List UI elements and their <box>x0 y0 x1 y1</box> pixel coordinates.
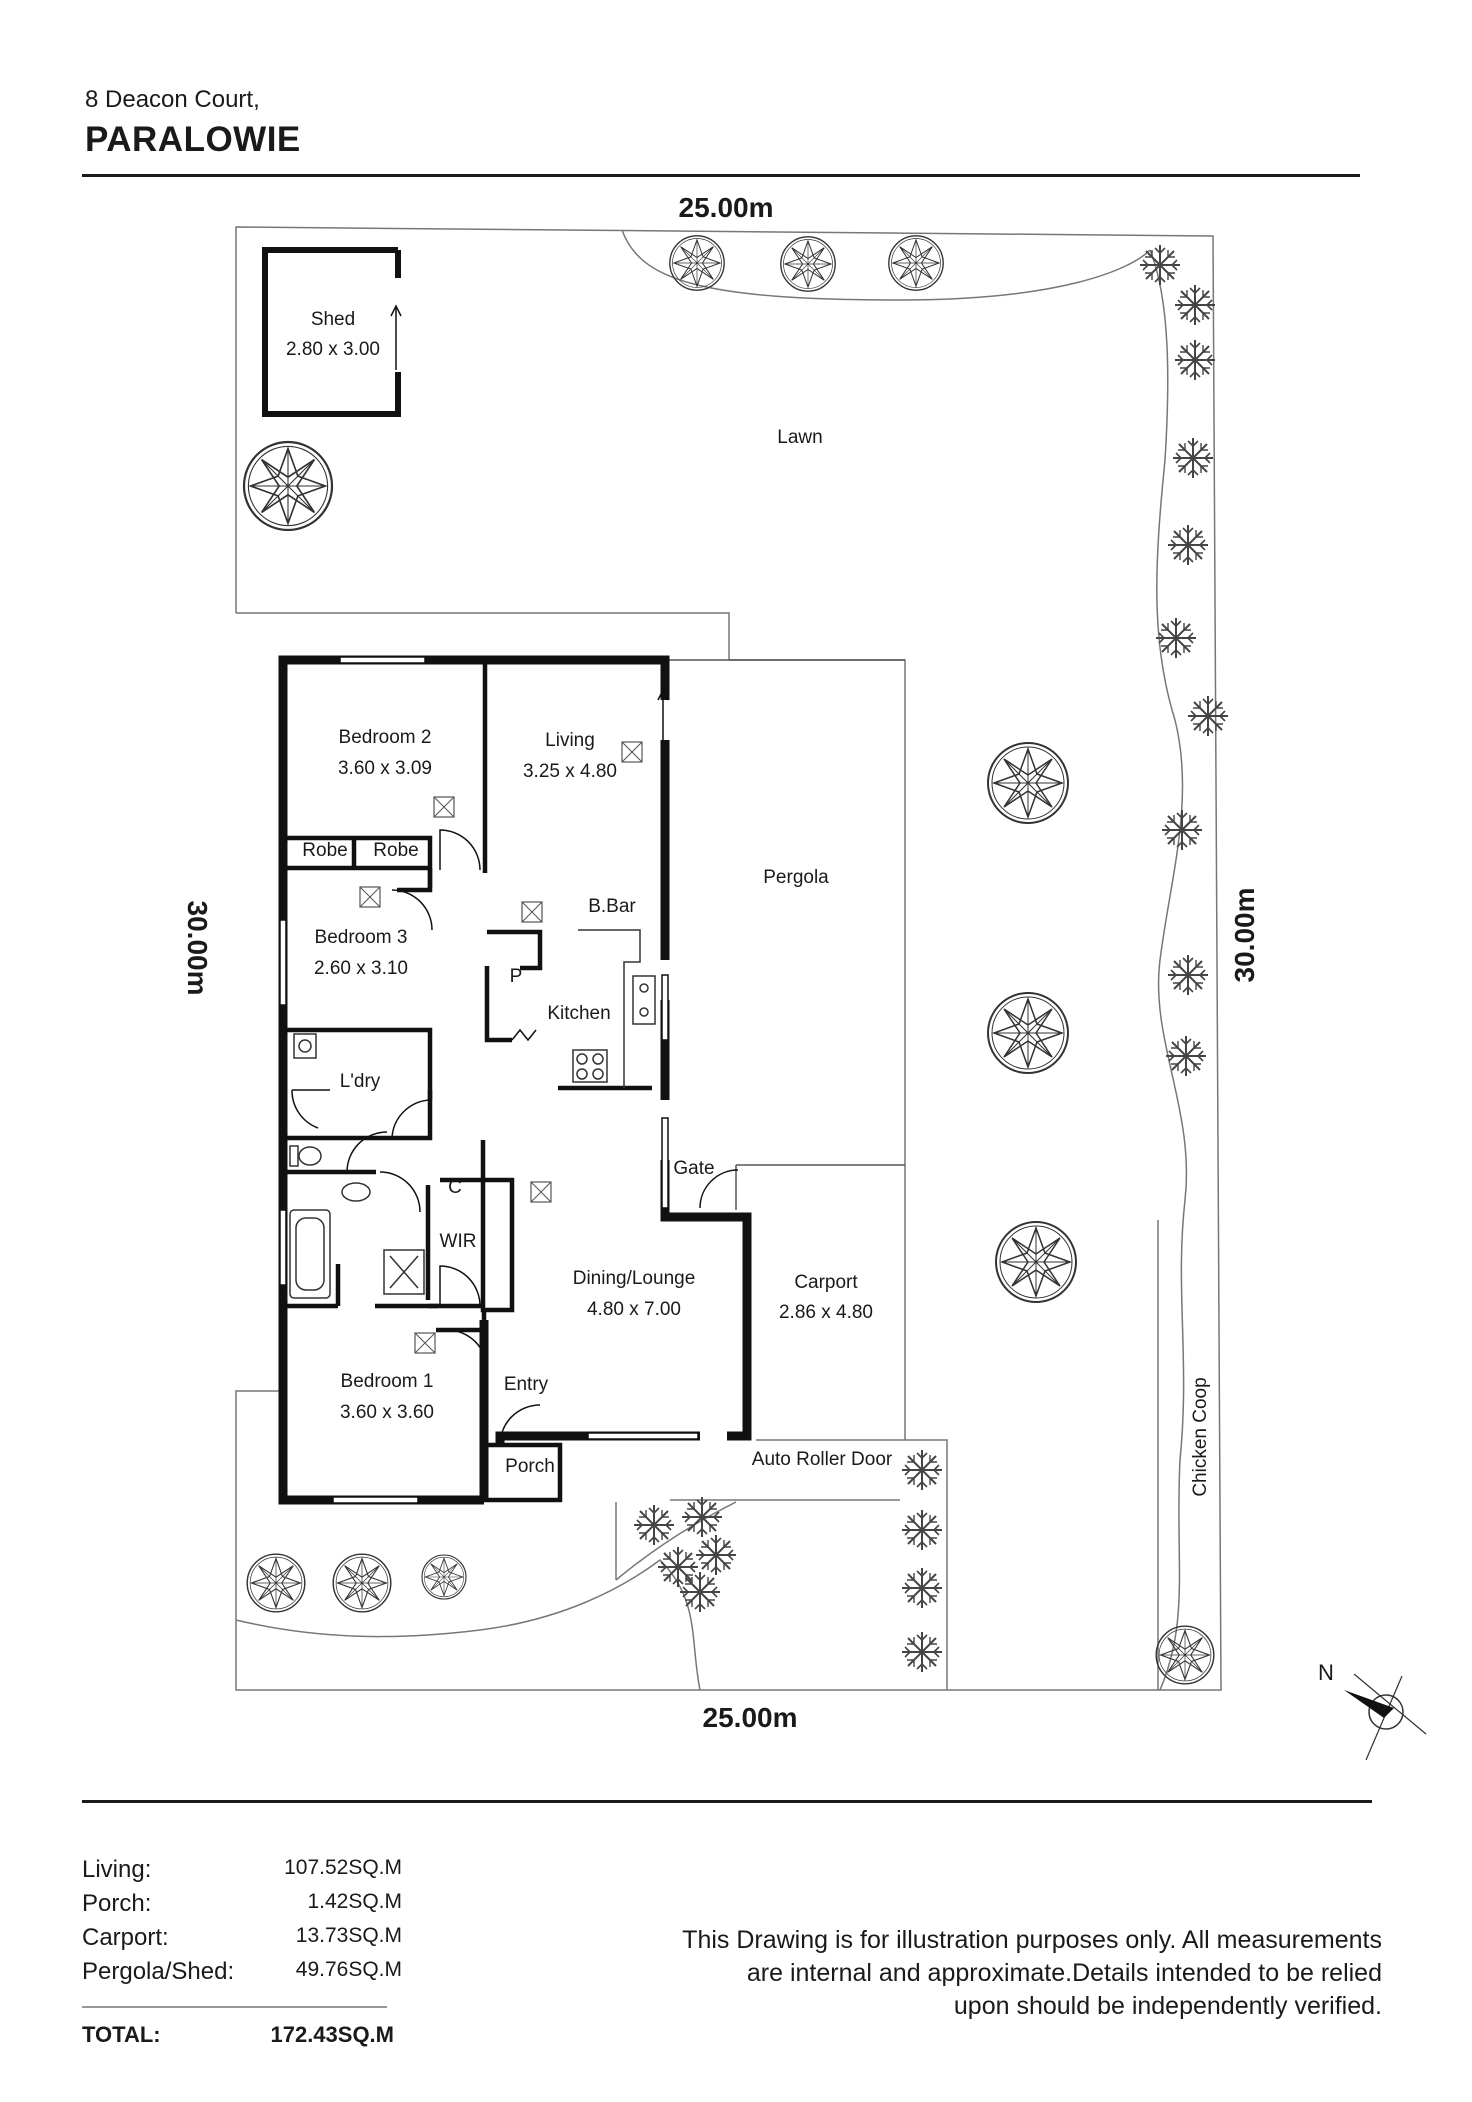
area-value: 49.76SQ.M <box>295 1958 402 1981</box>
pergola-outline <box>666 659 905 1210</box>
label-laundry: L'dry <box>340 1071 381 1092</box>
total-value: 172.43SQ.M <box>270 2022 394 2047</box>
label-bedroom1: Bedroom 1 <box>341 1371 434 1392</box>
disclaimer-line: are internal and approximate.Details int… <box>746 1959 1382 1987</box>
header-rule <box>82 174 1360 177</box>
light-fittings <box>359 741 643 1354</box>
dimension-left: 30.00m <box>182 901 213 996</box>
dimension-right: 30.00m <box>1229 888 1260 983</box>
area-label: Pergola/Shed: <box>82 1958 235 1985</box>
garden-beds <box>235 229 1188 1691</box>
label-pantry: P <box>510 966 523 987</box>
compass-north-label: N <box>1318 1660 1334 1685</box>
label-robe-right: Robe <box>373 840 418 861</box>
disclaimer-line: This Drawing is for illustration purpose… <box>682 1926 1382 1954</box>
north-compass-icon <box>1344 1673 1427 1761</box>
label-kitchen: Kitchen <box>547 1003 610 1024</box>
label-bedroom3-size: 2.60 x 3.10 <box>314 958 408 979</box>
footer-rule <box>82 1800 1372 1803</box>
bathroom-fittings <box>289 1033 425 1299</box>
area-value: 13.73SQ.M <box>295 1924 402 1947</box>
label-cupboard: C <box>448 1177 462 1198</box>
area-value: 1.42SQ.M <box>307 1890 402 1913</box>
label-shed: Shed <box>311 309 355 330</box>
room-labels: Shed 2.80 x 3.00 Lawn Bedroom 2 3.60 x 3… <box>286 309 893 1477</box>
shed-outline <box>262 247 401 417</box>
shrubs <box>633 244 1229 1673</box>
property-suburb: PARALOWIE <box>85 120 301 159</box>
area-label: Living: <box>82 1856 152 1883</box>
dimension-bottom: 25.00m <box>703 1702 798 1733</box>
total-label: TOTAL: <box>82 2022 161 2047</box>
label-robe-left: Robe <box>302 840 347 861</box>
dimension-top: 25.00m <box>679 192 774 223</box>
shed-door-icon <box>390 304 402 370</box>
property-address: 8 Deacon Court, <box>85 86 260 113</box>
area-divider <box>82 2006 387 2008</box>
doors <box>291 688 739 1446</box>
label-shed-size: 2.80 x 3.00 <box>286 339 380 360</box>
label-chicken-coop: Chicken Coop <box>1190 1377 1211 1496</box>
label-porch: Porch <box>505 1456 555 1477</box>
label-entry: Entry <box>504 1374 549 1395</box>
area-row-living: Living: 107.52SQ.M <box>82 1856 402 1890</box>
area-value: 107.52SQ.M <box>284 1856 402 1879</box>
area-summary: Living: 107.52SQ.M Porch: 1.42SQ.M Carpo… <box>82 1856 402 2048</box>
label-bbar: B.Bar <box>588 896 636 917</box>
disclaimer: This Drawing is for illustration purpose… <box>582 1924 1382 2023</box>
area-label: Carport: <box>82 1924 169 1951</box>
label-dining-size: 4.80 x 7.00 <box>587 1299 681 1320</box>
label-pergola: Pergola <box>763 867 829 888</box>
label-wir: WIR <box>440 1231 477 1252</box>
label-roller-door: Auto Roller Door <box>752 1449 893 1470</box>
label-carport-size: 2.86 x 4.80 <box>779 1302 873 1323</box>
label-carport: Carport <box>794 1272 858 1293</box>
area-total: TOTAL: 172.43SQ.M <box>82 2022 394 2048</box>
label-dining: Dining/Lounge <box>573 1268 696 1289</box>
label-bedroom1-size: 3.60 x 3.60 <box>340 1402 434 1423</box>
area-row-porch: Porch: 1.42SQ.M <box>82 1890 402 1924</box>
area-row-carport: Carport: 13.73SQ.M <box>82 1924 402 1958</box>
label-bedroom3: Bedroom 3 <box>315 927 408 948</box>
windows <box>279 656 699 1504</box>
area-label: Porch: <box>82 1890 152 1917</box>
area-row-pergola-shed: Pergola/Shed: 49.76SQ.M <box>82 1958 402 1992</box>
label-living-size: 3.25 x 4.80 <box>523 761 617 782</box>
label-bedroom2-size: 3.60 x 3.09 <box>338 758 432 779</box>
interior-walls <box>283 660 652 1503</box>
label-gate: Gate <box>673 1158 714 1179</box>
disclaimer-line: upon should be independently verified. <box>953 1992 1382 2020</box>
label-bedroom2: Bedroom 2 <box>339 727 432 748</box>
floor-plan: N Shed 2.80 x 3.00 Lawn Bedroom 2 3.60 x… <box>182 192 1427 1761</box>
label-lawn: Lawn <box>777 427 822 448</box>
label-living: Living <box>545 730 595 751</box>
kitchen-fittings <box>572 929 656 1088</box>
